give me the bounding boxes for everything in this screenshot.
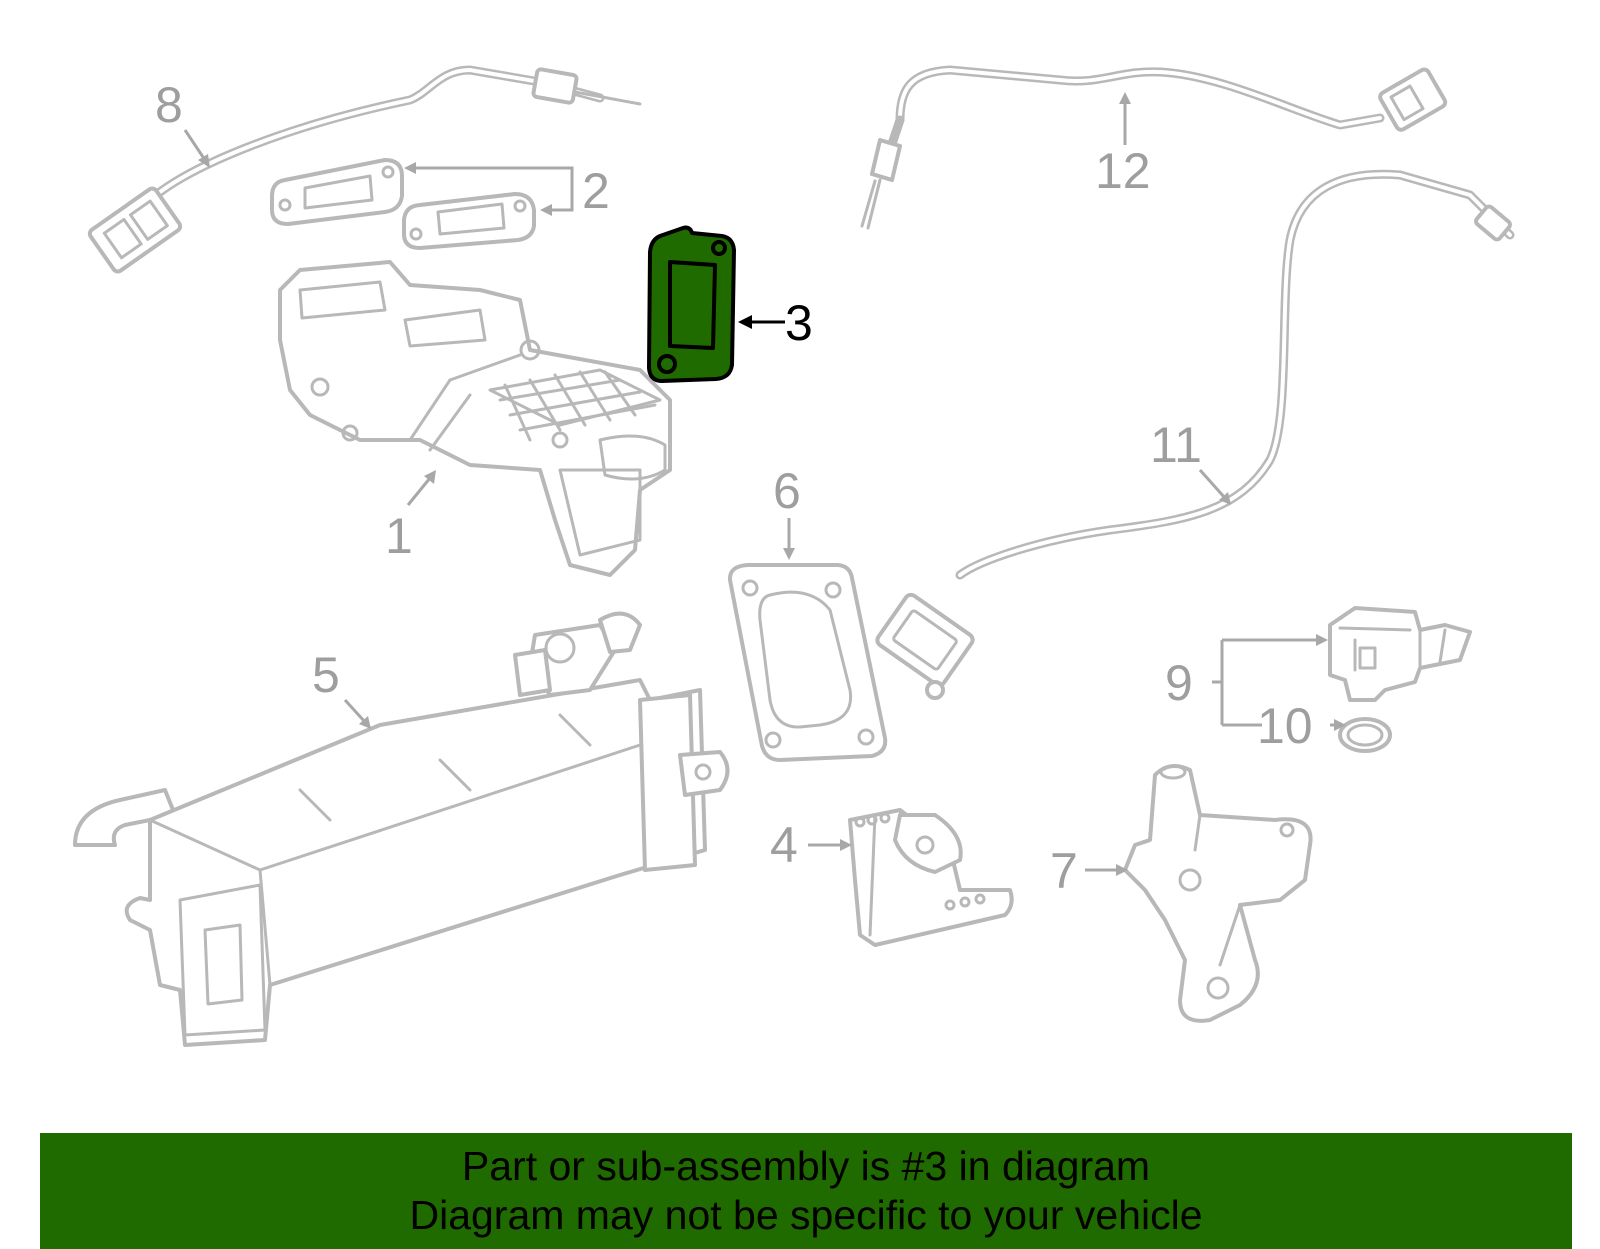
callout-7: 7 bbox=[1050, 843, 1078, 899]
part-9-pressure-sensor[interactable] bbox=[1328, 606, 1472, 702]
callout-11: 11 bbox=[1150, 417, 1202, 473]
callout-labels: 8 2 3 12 1 11 6 5 9 10 4 7 bbox=[155, 77, 1313, 899]
callout-2: 2 bbox=[582, 163, 610, 219]
part-1-egr-valve[interactable] bbox=[278, 260, 672, 577]
part-8-temperature-sensor[interactable] bbox=[87, 65, 642, 274]
part-3-gasket-highlighted[interactable] bbox=[647, 225, 736, 383]
part-6-gasket[interactable] bbox=[727, 563, 888, 762]
part-7-bracket[interactable] bbox=[1123, 764, 1313, 1023]
banner-line-disclaimer: Diagram may not be specific to your vehi… bbox=[409, 1192, 1203, 1238]
info-banner: Part or sub-assembly is #3 in diagram Di… bbox=[40, 1133, 1572, 1249]
callout-4: 4 bbox=[770, 817, 798, 873]
callout-10: 10 bbox=[1257, 698, 1313, 754]
callout-1: 1 bbox=[385, 508, 413, 564]
callout-3: 3 bbox=[785, 295, 813, 351]
leader-lines bbox=[183, 92, 1346, 876]
part-12-exhaust-sensor[interactable] bbox=[860, 65, 1448, 230]
part-2-gaskets[interactable] bbox=[270, 158, 536, 250]
part-10-o-ring[interactable] bbox=[1338, 717, 1392, 753]
callout-9: 9 bbox=[1165, 655, 1193, 711]
callout-12: 12 bbox=[1095, 143, 1151, 199]
banner-line-part-number: Part or sub-assembly is #3 in diagram bbox=[461, 1143, 1151, 1189]
part-5-egr-cooler[interactable] bbox=[73, 611, 730, 1047]
callout-5: 5 bbox=[312, 647, 340, 703]
part-11-nox-sensor[interactable] bbox=[875, 169, 1515, 700]
callout-6: 6 bbox=[773, 463, 801, 519]
part-4-bracket[interactable] bbox=[848, 808, 1014, 947]
callout-8: 8 bbox=[155, 77, 183, 133]
